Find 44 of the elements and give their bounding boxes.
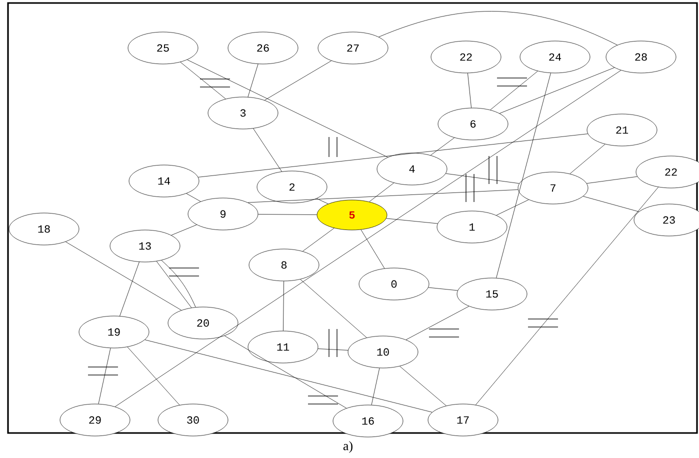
edge-line [114,70,622,407]
caption: a) [343,441,352,453]
edge-line [248,64,258,98]
edge-line [586,176,638,184]
edge-line [360,230,385,269]
edge-line [490,70,538,110]
edge-line [65,242,182,310]
edge-line [378,11,618,46]
edge-line [496,200,529,216]
edge-line [300,279,367,338]
edge-line [496,72,551,278]
edge-line [369,182,394,202]
edge-line [98,348,111,404]
edge-line [187,60,388,158]
edge-line [186,193,201,202]
edge-line [248,189,518,203]
edge-line [583,196,640,212]
edge-line [468,72,472,108]
edge-line [400,366,446,406]
edge-line [156,261,192,308]
edge-line [120,262,140,316]
edge-line [475,186,659,406]
edge-line [198,134,588,178]
edge-line [446,173,520,184]
edge-line [258,214,318,215]
edge-line [499,67,615,114]
edge-line [161,260,196,308]
edge-line [127,346,180,406]
edge-line [180,62,226,100]
edge-line [144,340,432,412]
edge-line [428,287,458,291]
edge-line [224,336,347,408]
edge-line [264,60,332,100]
edge-line [302,228,334,252]
edge-line [570,144,606,174]
edge-line [406,306,470,340]
edge-line [171,224,197,236]
edge-line [253,128,282,172]
edge-line [283,281,284,331]
edge-line [316,198,328,204]
edge-line [430,138,455,156]
edge-line [386,218,438,224]
edge-line [318,348,348,350]
edge-line [371,368,380,406]
